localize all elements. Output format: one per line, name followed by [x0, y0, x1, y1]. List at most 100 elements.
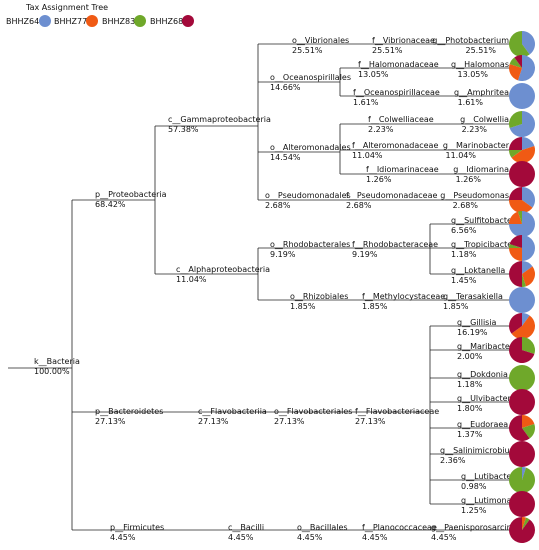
pie-slice — [509, 211, 522, 224]
genus-pie — [509, 235, 535, 261]
node-family-pct: 25.51% — [372, 46, 403, 55]
legend-label-bhhz77: BHHZ77 — [54, 17, 87, 26]
node-family-name: f__Alteromonadaceae — [352, 141, 438, 150]
tree-edges — [8, 43, 515, 531]
node-genus-pct: 1.85% — [443, 302, 469, 311]
genus-pie — [509, 389, 535, 415]
genus-pie — [509, 137, 535, 163]
node-order-name: o__Flavobacteriales — [274, 407, 352, 416]
node-phylum-name: p__Bacteroidetes — [95, 407, 163, 416]
node-order-pct: 2.68% — [265, 201, 291, 210]
node-order-pct: 1.85% — [290, 302, 316, 311]
node-genus-name: g__Idiomarina — [453, 165, 509, 174]
pie-slice — [509, 150, 522, 158]
node-family-pct: 1.26% — [366, 175, 392, 184]
legend-label-bhhz83: BHHZ83 — [102, 17, 135, 26]
pie-slice — [522, 187, 535, 208]
node-genus-name: g__Salinimicrobium — [440, 446, 518, 455]
node-genus-name: g__Colwellia — [460, 115, 509, 124]
pie-slice — [509, 111, 535, 137]
node-genus-name: g__Loktanella — [451, 266, 505, 275]
node-order-pct: 9.19% — [270, 250, 296, 259]
pie-slice — [508, 337, 535, 364]
genus-pie — [509, 83, 535, 109]
genus-pie — [509, 287, 535, 313]
node-order-pct: 4.45% — [297, 533, 323, 542]
node-family-pct: 2.23% — [368, 125, 394, 134]
pie-slice — [509, 287, 535, 313]
node-family-pct: 4.45% — [362, 533, 388, 542]
node-genus-name: g__Lutimonas — [461, 496, 516, 505]
pie-slice — [522, 266, 535, 287]
pie-slice — [522, 137, 535, 150]
node-order-name: o__Oceanospirillales — [270, 73, 351, 82]
genus-pie — [508, 313, 535, 339]
pie-slice — [509, 57, 522, 68]
node-genus-pct: 2.36% — [440, 456, 466, 465]
node-genus-pct: 2.00% — [457, 352, 483, 361]
node-order-name: o__Rhizobiales — [290, 292, 348, 301]
node-genus-name: g__Gillisia — [457, 318, 497, 327]
node-genus-pct: 1.80% — [457, 404, 483, 413]
pie-slice — [509, 83, 535, 109]
node-class-name: c__Bacilli — [228, 523, 264, 532]
pie-slice — [511, 315, 535, 339]
node-phylum-name: p__Firmicutes — [110, 523, 164, 532]
genus-pie — [509, 31, 536, 58]
pie-slice — [517, 211, 522, 224]
pie-slice — [508, 313, 522, 334]
pie-slice — [509, 517, 535, 543]
pie-slice — [509, 200, 533, 213]
node-family-pct: 27.13% — [355, 417, 386, 426]
legend-label-bhhz68: BHHZ68 — [150, 17, 183, 26]
node-genus-name: g__Terasakiella — [443, 292, 503, 301]
pie-slice — [511, 145, 535, 163]
node-genus-pct: 6.56% — [451, 226, 477, 235]
node-order-pct: 14.54% — [270, 153, 301, 162]
pie-slice — [522, 337, 535, 355]
node-family-name: f__Halomonadaceae — [358, 60, 439, 69]
legend: BHHZ64 BHHZ77 BHHZ83 BHHZ68 — [6, 15, 194, 27]
genus-pie — [509, 517, 535, 543]
node-genus-pct: 1.26% — [456, 175, 482, 184]
node-genus-name: g__Maribacter — [457, 342, 514, 351]
pie-slice — [509, 243, 522, 248]
genus-pie — [509, 211, 535, 237]
node-genus-name: g__Halomonas — [451, 60, 509, 69]
node-family-pct: 1.61% — [353, 98, 379, 107]
pie-slice — [509, 261, 522, 287]
pie-slice — [522, 423, 535, 439]
node-phylum-pct: 68.42% — [95, 200, 126, 209]
node-order-pct: 14.66% — [270, 83, 301, 92]
node-genus-pct: 4.45% — [431, 533, 457, 542]
legend-swatch-bhhz64 — [39, 15, 51, 27]
node-phylum-pct: 4.45% — [110, 533, 136, 542]
node-genus-name: g__Eudoraea — [457, 420, 508, 429]
node-family-pct: 2.68% — [346, 201, 372, 210]
node-family-name: f__Colwelliaceae — [368, 115, 434, 124]
node-genus-pct: 1.61% — [458, 98, 484, 107]
pie-slice — [509, 248, 522, 261]
node-family-name: f__Methylocystaceae — [362, 292, 445, 301]
legend-label-bhhz64: BHHZ64 — [6, 17, 39, 26]
node-genus-name: g__Sulfitobacter — [451, 216, 516, 225]
node-order-name: o__Pseudomonadales — [265, 191, 351, 200]
node-genus-pct: 1.25% — [461, 506, 487, 515]
node-genus-name: g__Tropicibacter — [451, 240, 516, 249]
node-family-name: f__Idiomarinaceae — [366, 165, 439, 174]
node-family-pct: 1.85% — [362, 302, 388, 311]
pie-slice — [522, 517, 527, 530]
node-family-name: f__Oceanospirillaceae — [353, 88, 440, 97]
node-genus-pct: 11.04% — [445, 151, 476, 160]
pie-slice — [509, 365, 535, 391]
genus-pie — [509, 261, 535, 287]
node-phylum-name: p__Proteobacteria — [95, 190, 167, 199]
genus-pie — [509, 365, 535, 391]
node-order-name: o__Bacillales — [297, 523, 348, 532]
node-family-name: f__Flavobacteriaceae — [355, 407, 439, 416]
node-genus-pct: 0.98% — [461, 482, 487, 491]
genus-pie — [509, 441, 535, 467]
node-genus-pct: 1.18% — [451, 250, 477, 259]
pie-slice — [522, 517, 530, 530]
